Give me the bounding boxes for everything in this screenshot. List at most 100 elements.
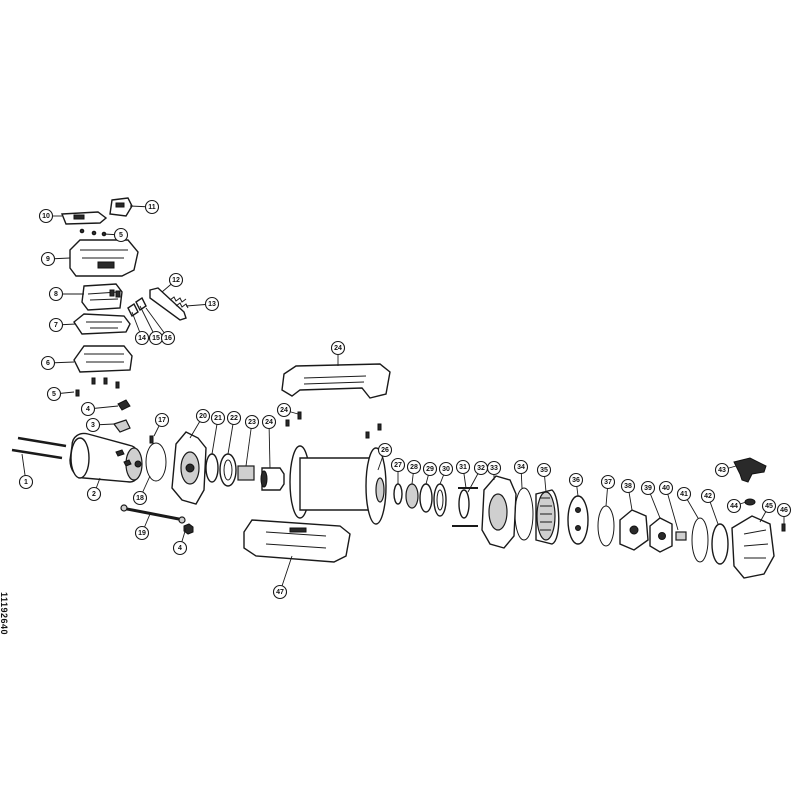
callout-number: 24 (334, 345, 342, 352)
part-24-screw (285, 419, 290, 427)
callout-circle (568, 472, 584, 488)
part-33-ring (458, 489, 470, 519)
part-1-tie-rod (11, 448, 63, 460)
callout-circle (86, 486, 102, 502)
part-21-ring (205, 453, 219, 483)
callout-circle (272, 584, 288, 600)
part-24-bushing (261, 467, 285, 491)
callout-circle (406, 459, 422, 475)
callout-circle (700, 488, 716, 504)
callout-circle (486, 460, 502, 476)
callout-number: 28 (410, 464, 418, 471)
callout-number: 46 (780, 507, 788, 514)
callout-circle (726, 498, 742, 514)
part-36-face (536, 491, 556, 541)
callout-number: 31 (459, 464, 467, 471)
part-26-tie-plate (281, 363, 391, 399)
part-39-hub (629, 525, 639, 535)
callout-number: 41 (680, 491, 688, 498)
control-pack-assembly (60, 197, 189, 411)
bolt-icon (115, 381, 120, 389)
drawing-number: 11192640 (0, 592, 9, 636)
callout-circle (172, 540, 188, 556)
callout-number: 3 (91, 422, 95, 429)
part-44-bushing (744, 498, 756, 506)
part-4-nut (183, 523, 194, 535)
callout-circle (276, 402, 292, 418)
callout-circle (620, 478, 636, 494)
part-4-nuts (117, 399, 131, 411)
callout-number: 47 (276, 589, 284, 596)
callout-number: 27 (394, 462, 402, 469)
callout-number: 40 (662, 485, 670, 492)
bolt-icon (91, 377, 96, 385)
part-43-ring (711, 523, 729, 565)
part-17-screw (149, 435, 154, 444)
part-3-cap (113, 419, 131, 433)
callout-circle (390, 457, 406, 473)
callout-number: 24 (265, 419, 273, 426)
callout-number: 12 (172, 277, 180, 284)
callout-number: 17 (158, 417, 166, 424)
callout-number: 4 (178, 545, 182, 552)
part-9-cover-top (80, 249, 128, 259)
part-15-terminal (135, 296, 147, 312)
callout-leader (245, 421, 253, 467)
callout-number: 2 (92, 491, 96, 498)
screw-icon (79, 228, 85, 234)
part-13-springs (169, 296, 189, 309)
part-2-motor-end (70, 437, 90, 479)
callout-number: 45 (765, 503, 773, 510)
part-7-board (73, 313, 131, 335)
callout-number: 39 (644, 485, 652, 492)
part-6-base (73, 345, 133, 373)
part-22-ring-inner (223, 459, 233, 481)
callout-circle (18, 474, 34, 490)
part-10-slot (73, 214, 85, 220)
callout-circle (85, 417, 101, 433)
callout-number: 15 (152, 335, 160, 342)
part-46-detail (743, 529, 769, 559)
part-9-window (97, 261, 115, 269)
callout-circle (676, 486, 692, 502)
callout-number: 37 (604, 479, 612, 486)
part-26-slot (303, 375, 367, 385)
part-2-shaft (134, 460, 142, 468)
part-38-ring (597, 505, 615, 547)
drum-hub (375, 477, 385, 503)
callout-number: 29 (426, 466, 434, 473)
callout-number: 35 (540, 467, 548, 474)
callout-number: 43 (718, 467, 726, 474)
part-11-slot (115, 202, 125, 208)
callout-circle (144, 199, 160, 215)
callout-circle (600, 474, 616, 490)
callout-circle (330, 340, 346, 356)
callout-circle (513, 459, 529, 475)
part-1-tie-rod (17, 436, 67, 448)
callout-number: 13 (208, 301, 216, 308)
part-12-busbar (149, 287, 187, 321)
callout-number: 14 (138, 335, 146, 342)
part-37-carrier (567, 495, 589, 545)
part-47-screw (781, 523, 786, 532)
part-46-end-housing (731, 515, 775, 579)
part-22-ring (219, 453, 237, 487)
callout-number: 9 (46, 256, 50, 263)
part-14-terminal (127, 302, 139, 318)
callout-circle (422, 461, 438, 477)
callout-circle (48, 286, 64, 302)
part-36-teeth (540, 497, 552, 531)
part-24-screw (377, 423, 382, 431)
part-24-screw (365, 431, 370, 439)
callout-number: 36 (572, 477, 580, 484)
callout-leader (268, 421, 271, 469)
callout-number: 24 (280, 407, 288, 414)
bolt-icon (103, 377, 108, 385)
part-8-post (115, 290, 121, 298)
callout-number: 22 (230, 415, 238, 422)
callout-number: 30 (442, 466, 450, 473)
callout-number: 44 (730, 503, 738, 510)
callout-circle (714, 462, 730, 478)
